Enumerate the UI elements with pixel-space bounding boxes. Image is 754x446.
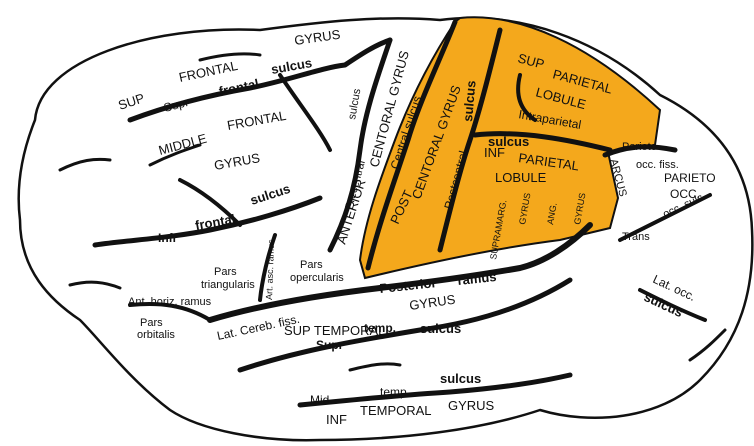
label-temporal-inf: TEMPORAL: [360, 403, 432, 418]
label-ant-horiz-ramus: Ant. horiz. ramus: [128, 296, 212, 308]
intraparietal-sulcus: [472, 131, 613, 153]
trans-occ-sulcus: [618, 193, 712, 242]
label-gyrus-inf-temporal: GYRUS: [448, 398, 495, 413]
label-occ-fiss: occ. fiss.: [636, 159, 679, 171]
label-infr: Infr: [158, 231, 178, 245]
label-inf: INF: [484, 145, 505, 160]
label-sulcus-intraparietal: sulcus: [488, 134, 529, 149]
label-sulcus-mid-temp: sulcus: [440, 371, 481, 386]
occipital-minor-1: [688, 328, 727, 362]
intraparietal-branch: [516, 73, 537, 122]
mid-frontal-branch: [148, 143, 202, 167]
ant-horiz-ramus: [128, 301, 212, 322]
label-lobule-inf: LOBULE: [495, 170, 547, 185]
lat-occ-sulcus: [638, 288, 707, 322]
sup-temporal-sulcus: [237, 277, 573, 373]
temporal-minor-1: [348, 362, 402, 372]
label-sulcus-postcentral: sulcus: [460, 80, 479, 122]
label-temp-mid: temp.: [380, 385, 410, 399]
precentral-sulcus: [327, 37, 393, 253]
label-art-asc-ramus: Art. asc. ramus: [264, 239, 276, 300]
label-ang: ANG.: [545, 202, 559, 225]
label-supr-temp: Supr: [316, 338, 344, 352]
lateral-fissure: [207, 222, 593, 323]
frontal-minor-2: [68, 280, 122, 290]
label-temp-supr: temp.: [364, 321, 396, 335]
postcentral-sulcus: [437, 27, 503, 253]
label-gyrus-top: GYRUS: [293, 27, 341, 48]
label-pars-triangularis-2: triangularis: [201, 279, 255, 291]
inf-frontal-sulcus: [92, 195, 323, 248]
inf-frontal-branch: [178, 178, 242, 227]
label-sup-parietal-sup: SUP: [516, 50, 546, 71]
parietal-region: [358, 16, 662, 280]
label-pars-orbitalis-1: Pars: [140, 317, 163, 329]
label-trans: Trans: [622, 231, 650, 243]
label-parieto-occ-1: PARIETO: [664, 171, 716, 185]
label-sulcus-sup-frontal: sulcus: [270, 55, 313, 77]
label-gyrus-sup-temporal: GYRUS: [408, 292, 456, 313]
frontal-minor-1: [58, 157, 112, 172]
sup-frontal-branch: [278, 73, 332, 152]
label-frontal-inf: frontal: [194, 211, 236, 233]
label-sulcus-supr-temp: sulcus: [420, 321, 461, 336]
label-inf-temporal: INF: [326, 412, 347, 427]
label-pars-opercularis-1: Pars: [300, 259, 323, 271]
label-pars-triangularis-1: Pars: [214, 266, 237, 278]
label-sup-temporal: SUP TEMPORAL: [284, 323, 385, 338]
central-sulcus: [365, 19, 458, 271]
label-pars-orbitalis-2: orbitalis: [137, 329, 175, 341]
mid-temporal-sulcus: [297, 372, 573, 408]
ant-asc-ramus: [258, 233, 277, 302]
frontal-minor-3: [198, 52, 262, 62]
label-pars-opercularis-2: opercularis: [290, 272, 344, 284]
label-ramus: ramus: [457, 269, 497, 288]
label-parieto-occ-2: OCC.: [670, 187, 700, 201]
label-mid: Mid.: [310, 393, 333, 407]
label-sulcus-precentral-top: sulcus: [346, 87, 363, 120]
label-posterior: Posterior: [379, 275, 437, 296]
label-supr-frontal-supr: Supr: [162, 95, 190, 115]
label-parieto: Parieto: [622, 141, 657, 153]
parieto-occ-fissure: [602, 144, 678, 158]
